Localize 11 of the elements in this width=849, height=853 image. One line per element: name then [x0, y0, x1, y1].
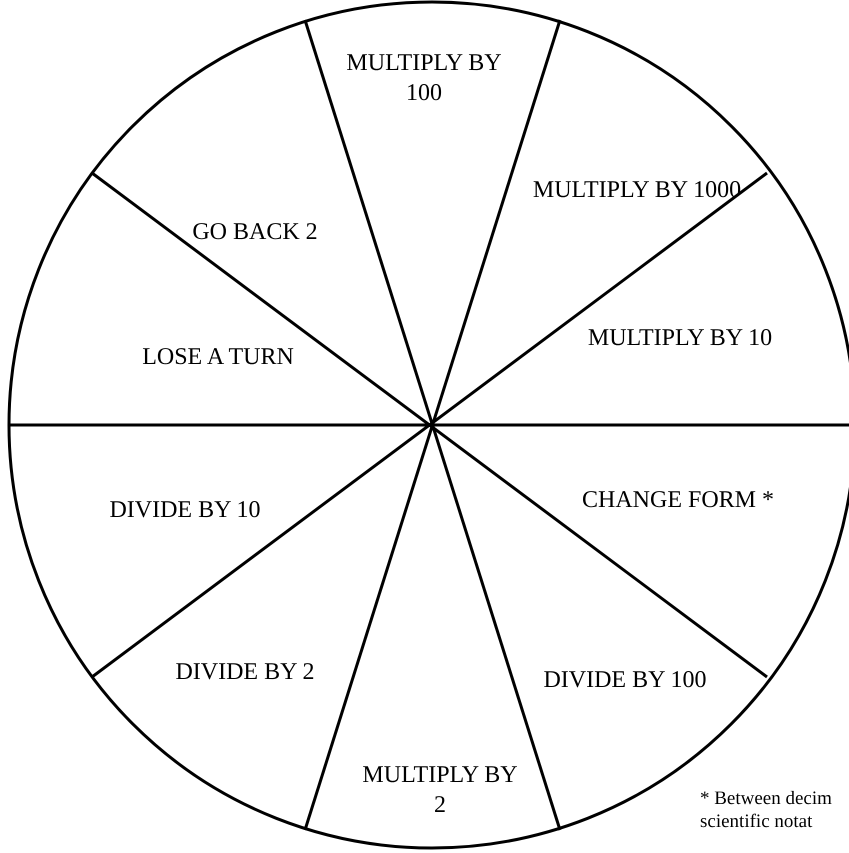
sector-label: MULTIPLY BY 1000	[532, 175, 742, 205]
sector-label: MULTIPLY BY 100	[329, 48, 519, 108]
sector-label: CHANGE FORM *	[553, 485, 803, 515]
sector-label: GO BACK 2	[155, 217, 355, 247]
sector-label: MULTIPLY BY 10	[550, 323, 810, 353]
sector-label: DIVIDE BY 10	[70, 495, 300, 525]
sector-label: DIVIDE BY 2	[145, 657, 345, 687]
sector-label: DIVIDE BY 100	[535, 665, 715, 695]
sector-label: LOSE A TURN	[108, 342, 328, 372]
sector-label: MULTIPLY BY 2	[355, 760, 525, 820]
footnote: * Between decim scientific notat	[700, 787, 833, 833]
